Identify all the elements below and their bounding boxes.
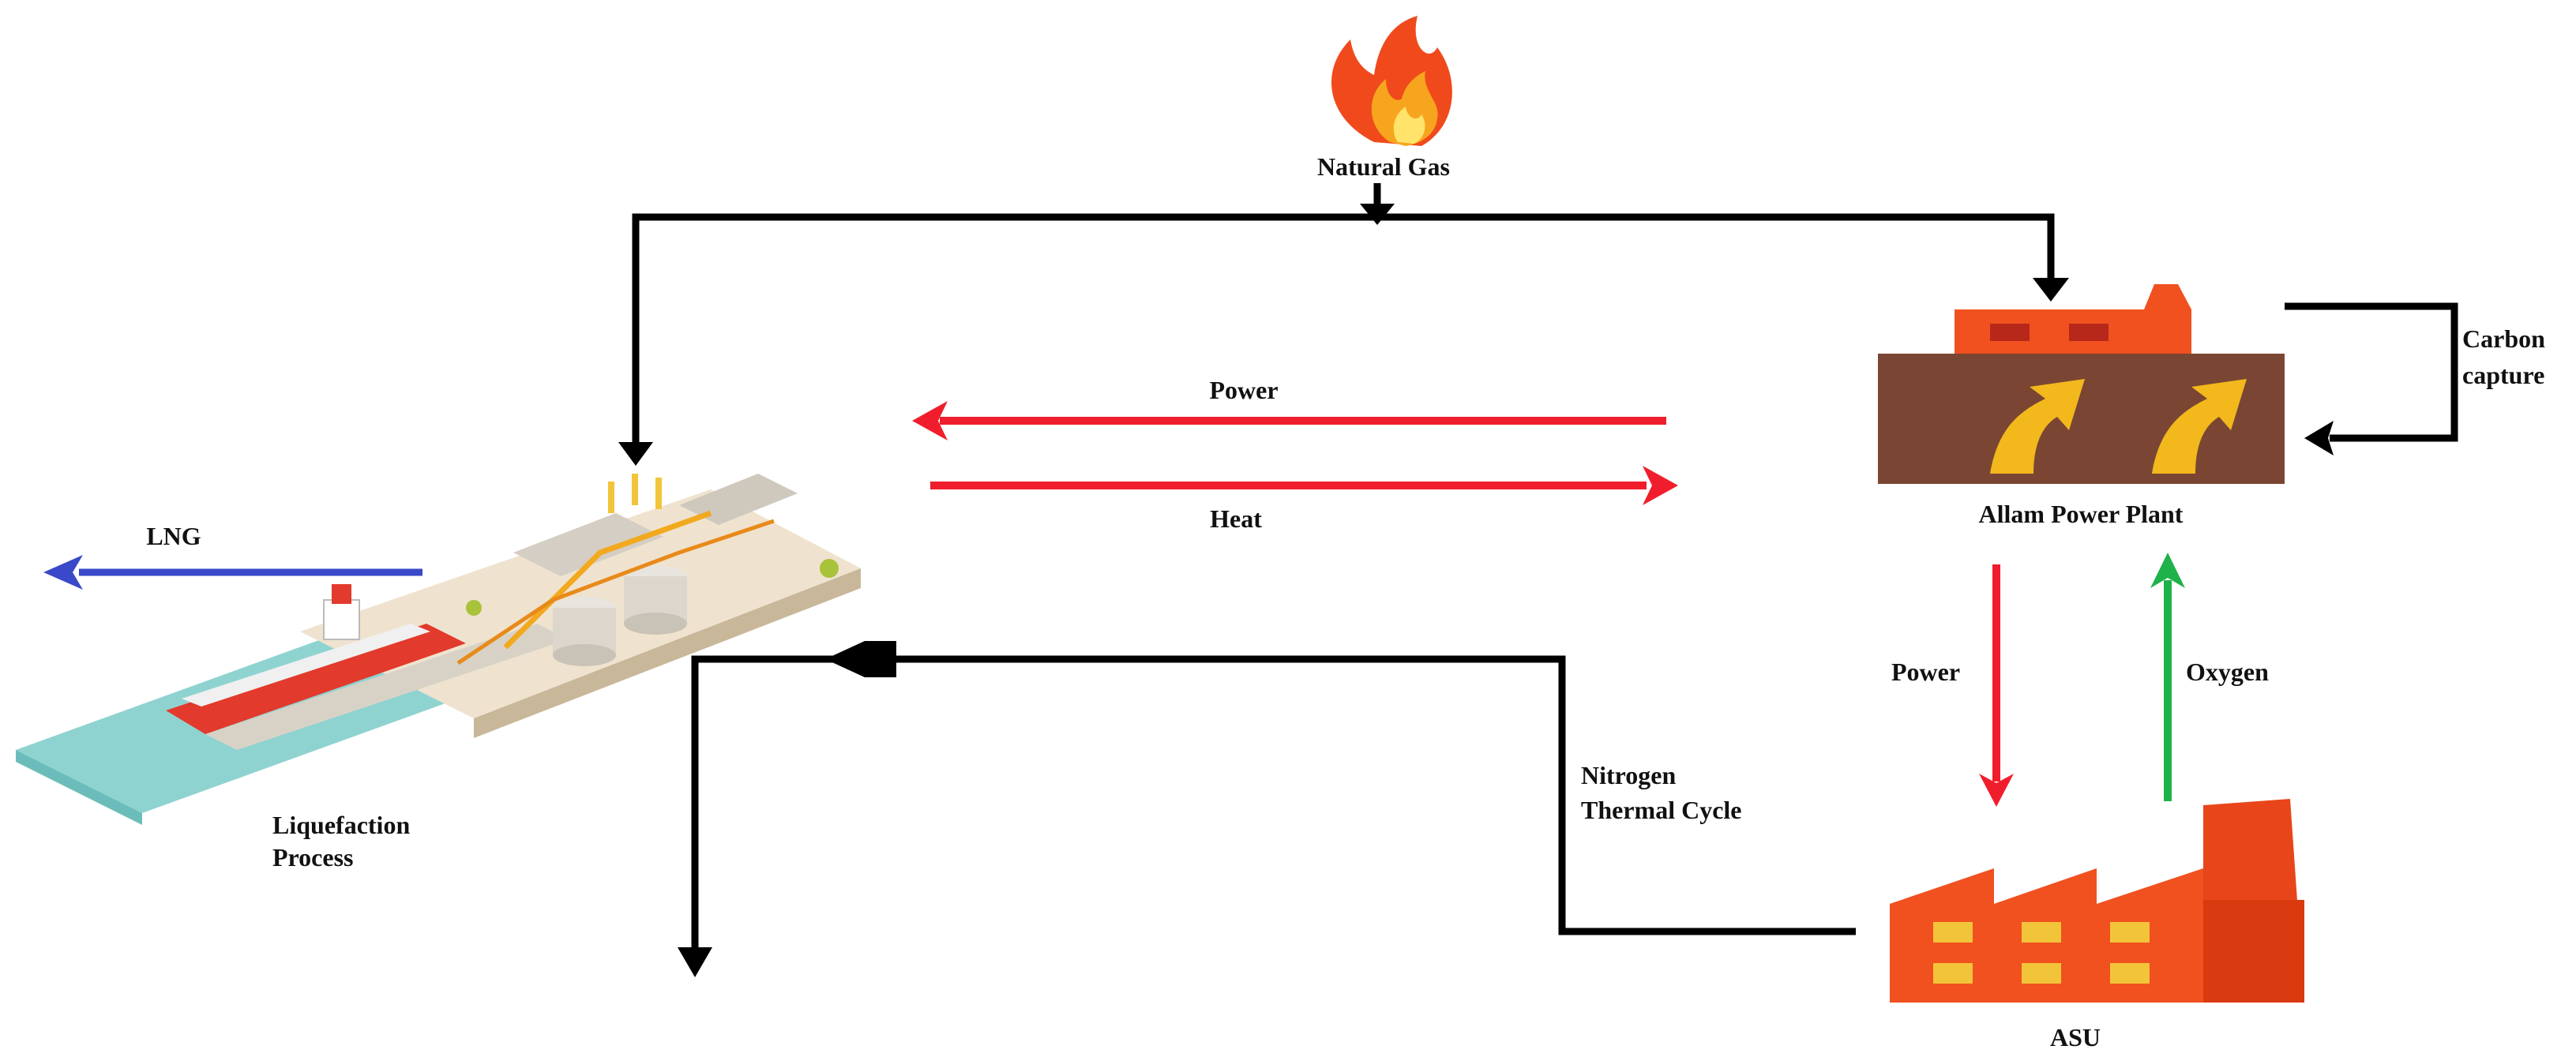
- nitrogen-thermal-cycle-line: [678, 641, 1856, 977]
- power-arrow-left: [912, 401, 1666, 440]
- power-label-down: Power: [1891, 658, 1960, 686]
- carbon-capture-loop: [2285, 302, 2458, 455]
- flame-icon: [1331, 16, 1452, 146]
- liquefaction-label-line1: Liquefaction: [272, 811, 410, 839]
- heat-arrow-right: [930, 466, 1678, 505]
- carbon-label-line2: capture: [2462, 361, 2544, 389]
- lng-terminal-illustration: [16, 474, 861, 825]
- natural-gas-label: Natural Gas: [1317, 152, 1450, 181]
- heat-label: Heat: [1210, 504, 1262, 533]
- natural-gas-line: [632, 183, 2055, 458]
- liquefaction-label-line2: Process: [272, 843, 353, 871]
- power-arrow-down: [1979, 564, 2014, 807]
- oxygen-arrow-up: [2150, 553, 2185, 801]
- lng-label: LNG: [146, 522, 201, 550]
- gas-to-plant-arrowhead: [2033, 278, 2069, 302]
- nitrogen-label-line2: Thermal Cycle: [1581, 796, 1742, 824]
- asu-label: ASU: [2050, 1023, 2101, 1051]
- asu-factory-icon: [1890, 799, 2304, 1003]
- oxygen-label: Oxygen: [2186, 658, 2269, 686]
- power-label-top: Power: [1209, 376, 1278, 404]
- black-arrowheads: [618, 204, 2069, 466]
- allam-power-plant-icon: [1878, 284, 2285, 484]
- gas-down-arrowhead: [1360, 204, 1395, 225]
- lng-arrow: [43, 555, 422, 590]
- allam-power-plant-label: Allam Power Plant: [1979, 500, 2184, 528]
- gas-to-liquefaction-arrowhead: [618, 442, 653, 466]
- nitrogen-label-line1: Nitrogen: [1581, 761, 1676, 789]
- carbon-label-line1: Carbon: [2462, 324, 2545, 353]
